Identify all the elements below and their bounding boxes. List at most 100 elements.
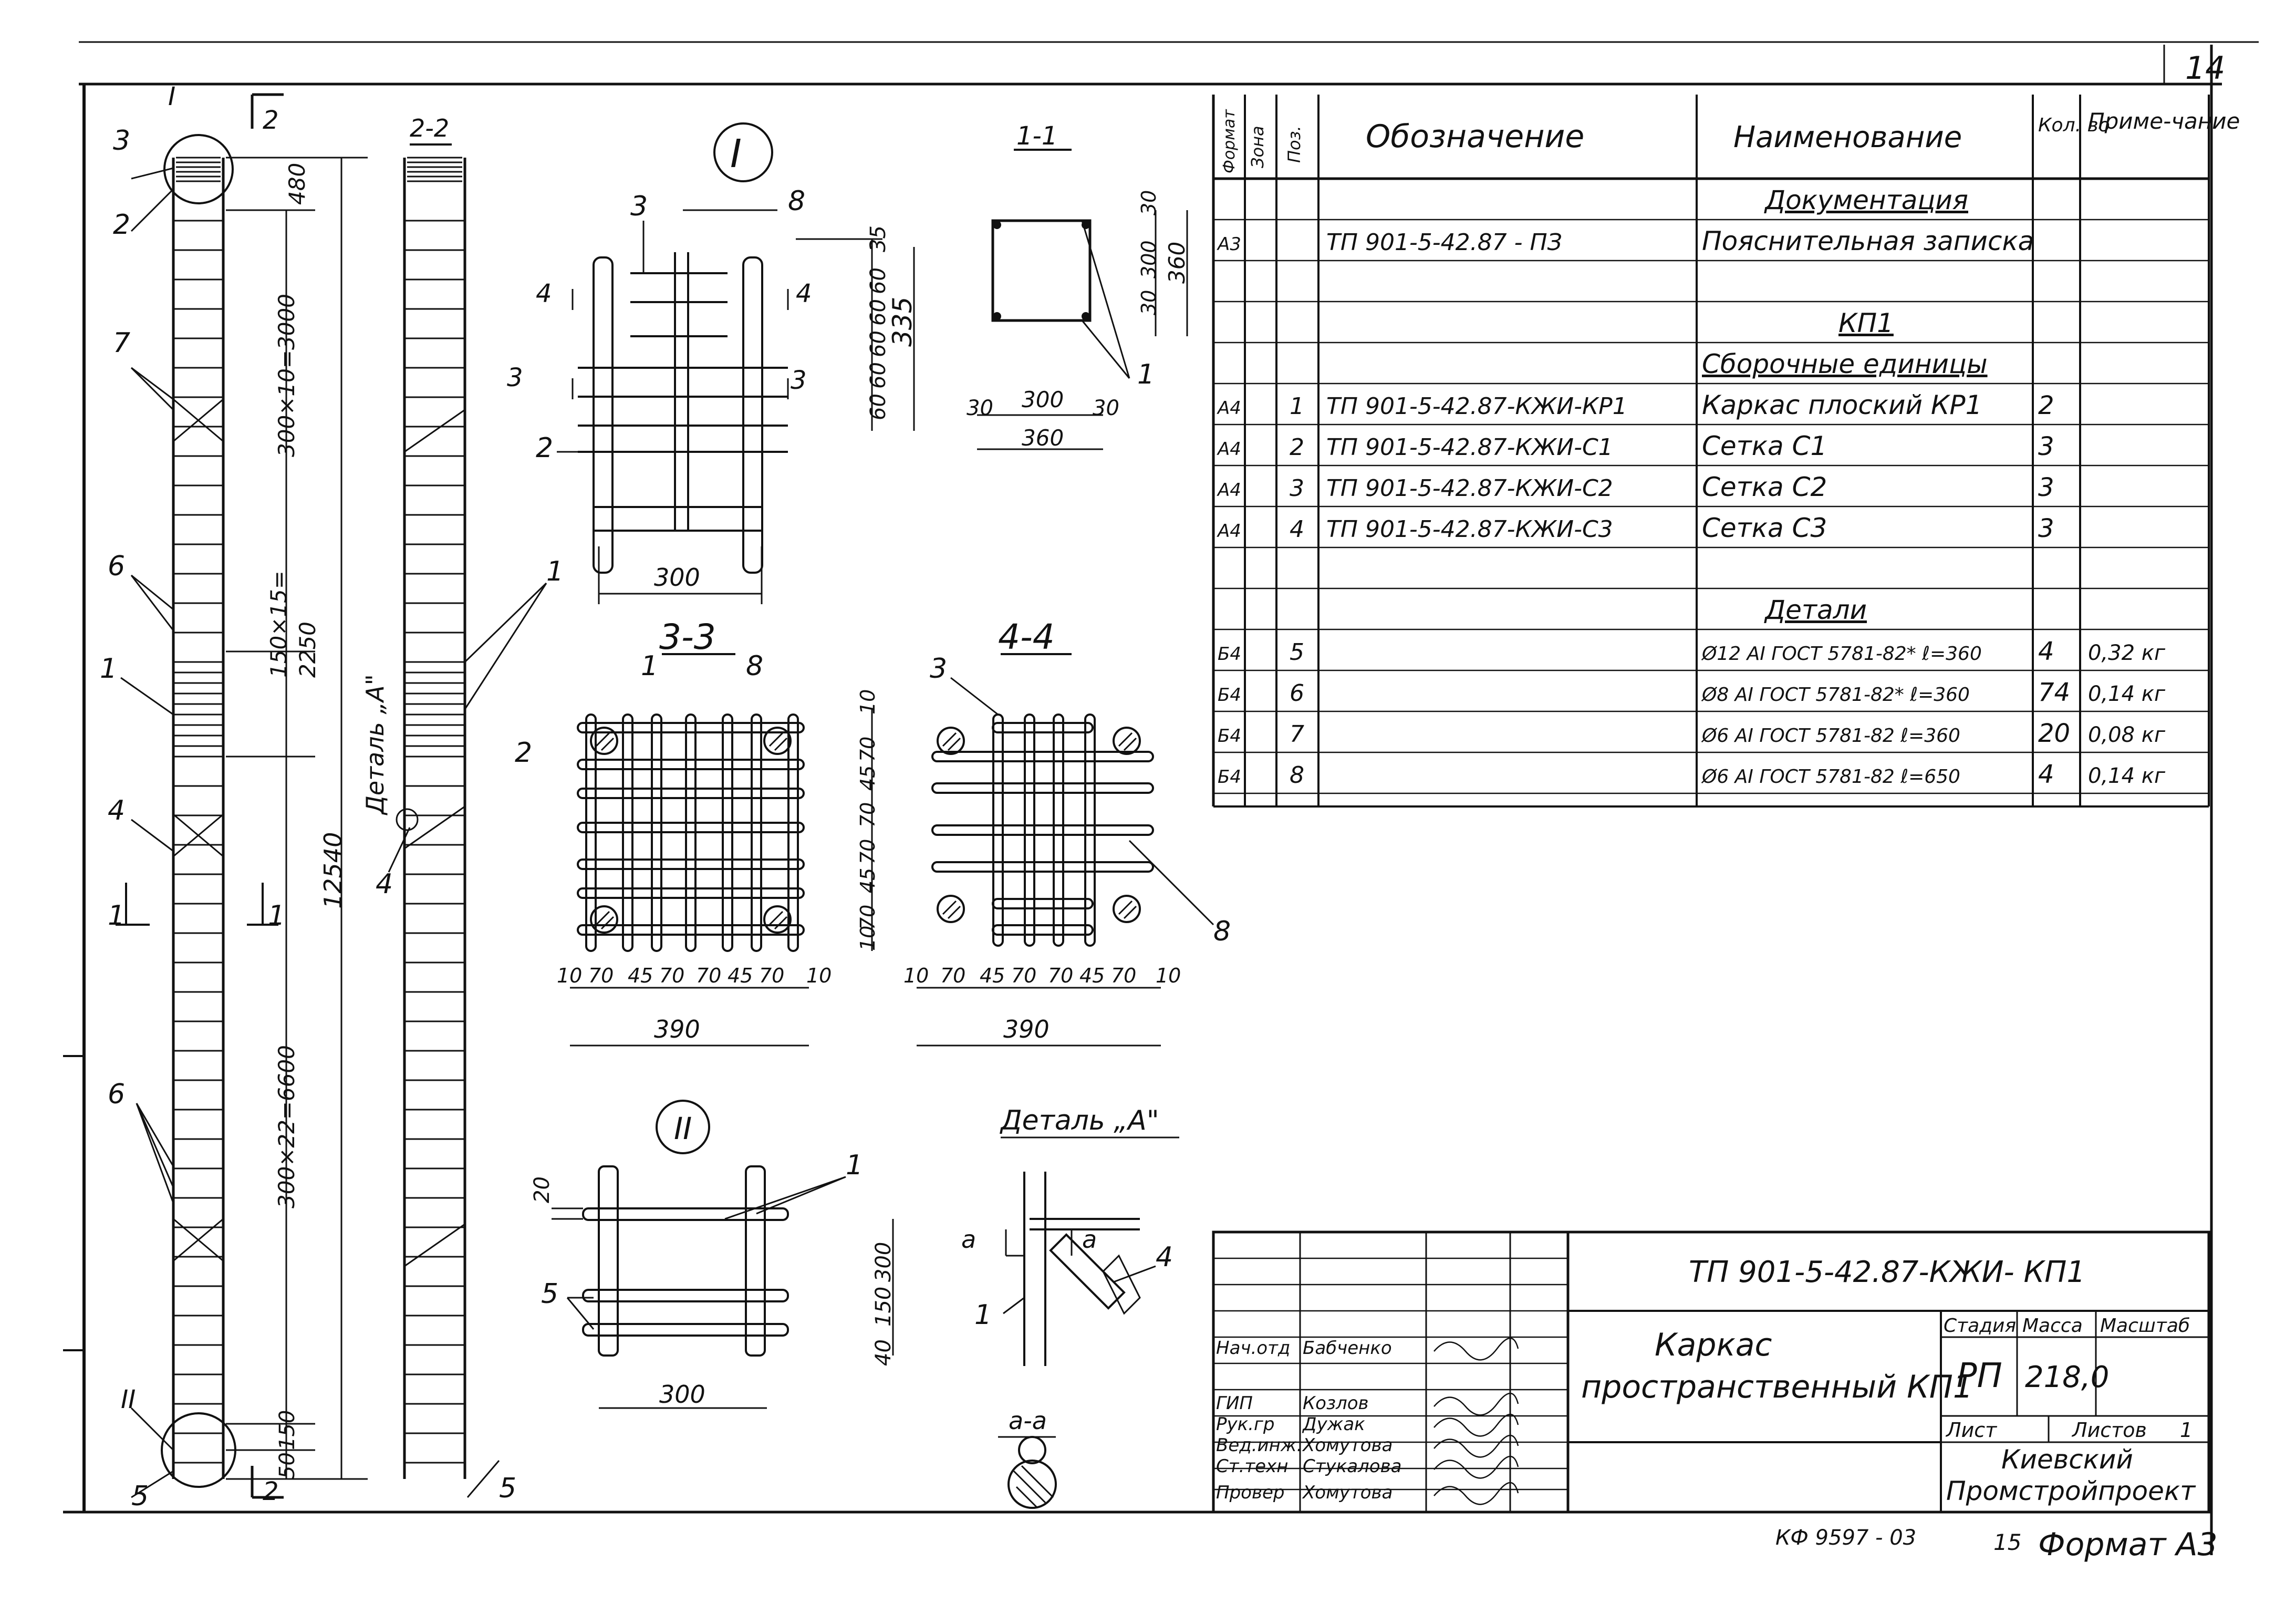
tb-scale-header: Масштаб bbox=[2100, 1315, 2190, 1337]
mesh-bar-horizontal bbox=[577, 822, 805, 833]
spec-cell-format: А4 bbox=[1217, 521, 1241, 542]
section-4-4-pos-8: 8 bbox=[1213, 916, 1231, 947]
section-1-label-right: 1 bbox=[268, 900, 285, 932]
spec-cell-name: Ø8 АI ГОСТ 5781-82* ℓ=360 bbox=[1701, 684, 1970, 706]
mesh-bar-horizontal bbox=[577, 759, 805, 770]
s33-dv-4: 70 bbox=[856, 839, 879, 864]
column-pos-1: 1 bbox=[100, 653, 117, 685]
view-2-2-rungs bbox=[404, 157, 465, 1464]
spec-cell-name: Документация bbox=[1764, 185, 1968, 215]
cross-brace bbox=[173, 813, 224, 857]
s33-dv-2: 45 bbox=[856, 765, 879, 791]
specification-table bbox=[1212, 95, 2210, 808]
sheet-frame bbox=[63, 41, 2259, 1555]
s33-dv-0: 10 bbox=[856, 689, 879, 715]
spec-cell-pos: 2 bbox=[1290, 434, 1304, 461]
detail-A-pos-1: 1 bbox=[974, 1299, 992, 1331]
section-2-label-bottom: 2 bbox=[263, 1477, 279, 1506]
node-I-pos-8: 8 bbox=[788, 185, 805, 217]
s33-dv-3: 70 bbox=[856, 802, 879, 827]
s33-dh-3: 70 bbox=[659, 964, 684, 987]
s33-dv-1: 70 bbox=[856, 737, 879, 762]
node-I-dim-300: 300 bbox=[654, 563, 700, 592]
mesh-bar-short bbox=[992, 722, 1094, 733]
tb-sheets-label: Листов bbox=[2071, 1419, 2147, 1442]
spec-cell-format: Б4 bbox=[1218, 685, 1241, 706]
mesh-bar-horizontal bbox=[931, 824, 1154, 836]
dim-bottom2: 50 bbox=[275, 1452, 299, 1479]
s44-dh-5: 45 bbox=[1079, 964, 1105, 987]
section-4-4 bbox=[917, 653, 1214, 1047]
spec-cell-designation: ТП 901-5-42.87 - ПЗ bbox=[1326, 229, 1562, 256]
node-I-arrow-4-left: 4 bbox=[536, 279, 552, 308]
corner-rod bbox=[590, 727, 618, 755]
view-2-2-detail-label: Деталь „А" bbox=[361, 674, 389, 815]
column-pos-3: 3 bbox=[113, 125, 130, 157]
hatch bbox=[768, 911, 788, 930]
mesh-bar-short bbox=[992, 898, 1094, 909]
tb-name-line2: пространственный КП1 bbox=[1581, 1369, 1973, 1405]
signature-scribble bbox=[1433, 1455, 1519, 1479]
cross-brace bbox=[173, 1218, 224, 1262]
view-2-2-pos-1: 1 bbox=[546, 556, 564, 587]
spec-header-pos: Поз. bbox=[1284, 126, 1304, 163]
node-I-arrow-3-right: 3 bbox=[791, 366, 807, 395]
spec-cell-qty: 3 bbox=[2038, 514, 2054, 543]
spec-cell-format: А4 bbox=[1217, 398, 1241, 419]
node-II-pos-5: 5 bbox=[541, 1278, 558, 1310]
corner-rod bbox=[763, 905, 792, 934]
section-1-1-dim-30a: 30 bbox=[967, 396, 993, 420]
section-1-1-dim-360v: 360 bbox=[1164, 242, 1190, 284]
section-1-1-dim-30c: 30 bbox=[1137, 190, 1160, 215]
s44-dh-1: 70 bbox=[940, 964, 965, 987]
spec-cell-qty: 2 bbox=[2038, 391, 2054, 420]
column-stirrups bbox=[173, 157, 224, 1464]
tb-sheet-label: Лист bbox=[1945, 1419, 1998, 1442]
spec-cell-format: А4 bbox=[1217, 439, 1241, 460]
section-3-3-dims-v: 10 70 45 70 70 45 70 10 bbox=[856, 689, 879, 951]
signature-scribble bbox=[1433, 1434, 1519, 1458]
section-1-1-dim-360: 360 bbox=[1022, 425, 1064, 451]
s33-dh-2: 45 bbox=[628, 964, 653, 987]
column-pos-4: 4 bbox=[108, 795, 125, 826]
corner-rod bbox=[763, 727, 792, 755]
section-4-4-pos-3: 3 bbox=[930, 653, 947, 685]
spec-cell-pos: 7 bbox=[1290, 721, 1304, 748]
spec-cell-pos: 6 bbox=[1290, 680, 1304, 707]
section-3-3-grid bbox=[577, 713, 805, 952]
hatch bbox=[595, 732, 615, 751]
node-II-dim-150: 150 bbox=[871, 1287, 896, 1327]
spec-cell-name: Ø6 АI ГОСТ 5781-82 ℓ=360 bbox=[1701, 725, 1960, 747]
spec-cell-note: 0,08 кг bbox=[2088, 723, 2166, 747]
section-1-1 bbox=[977, 149, 1188, 450]
mesh-bar-horizontal bbox=[577, 924, 805, 936]
dim-seg2b: 2250 bbox=[295, 622, 320, 678]
spec-cell-format: Б4 bbox=[1218, 644, 1241, 665]
section-1-1-dim-300v: 300 bbox=[1137, 240, 1160, 278]
mesh-bar-vertical bbox=[1084, 713, 1096, 947]
spec-cell-name: Сетка С1 bbox=[1702, 431, 1827, 461]
tb-sheets-value: 1 bbox=[2180, 1419, 2193, 1442]
spec-cell-note: 0,32 кг bbox=[2088, 641, 2166, 665]
roman-label-top: I bbox=[168, 82, 175, 111]
tb-mass-header: Масса bbox=[2022, 1315, 2083, 1337]
dim-seg2a: 150×15= bbox=[266, 571, 292, 678]
section-4-4-grid bbox=[931, 713, 1154, 947]
dim-top: 480 bbox=[284, 163, 310, 205]
spec-header-qty: Кол. во bbox=[2038, 115, 2110, 136]
mesh-bar-horizontal bbox=[577, 788, 805, 799]
tb-org-line2: Промстройпроект bbox=[1946, 1476, 2196, 1506]
dim-bottom1: 150 bbox=[275, 1410, 299, 1450]
hatch bbox=[1118, 732, 1137, 751]
tb-sign-role: Вед.инж. bbox=[1216, 1435, 1302, 1456]
node-I bbox=[557, 122, 915, 604]
signature-scribble bbox=[1433, 1413, 1519, 1437]
s33-dh-7: 10 bbox=[806, 964, 832, 987]
spec-cell-qty: 4 bbox=[2038, 760, 2054, 789]
column-pos-6b: 6 bbox=[108, 1079, 125, 1110]
column-elevation bbox=[116, 93, 368, 1499]
footer-code: КФ 9597 - 03 bbox=[1775, 1526, 1916, 1550]
s33-dh-6: 70 bbox=[759, 964, 784, 987]
dim-total: 12540 bbox=[319, 832, 347, 909]
